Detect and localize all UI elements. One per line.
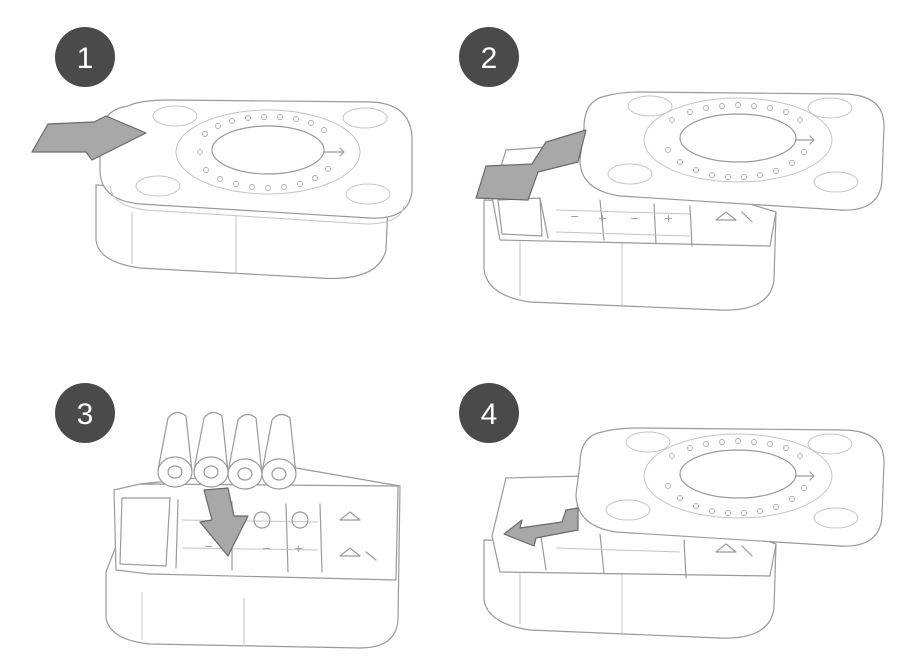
battery-2 [193, 411, 229, 488]
polarity-minus-1: − [570, 210, 579, 223]
polarity-minus-2: − [630, 212, 639, 225]
polarity-plus-2: + [664, 212, 673, 225]
step-3: 3 − − + [55, 383, 401, 649]
recycle-mark-icon [339, 547, 377, 561]
device-closed [95, 99, 413, 280]
step-3-number: 3 [77, 398, 94, 431]
step-2-badge: 2 [459, 27, 519, 87]
vent-holes [665, 438, 807, 516]
aa-batteries [157, 411, 297, 490]
battery-4 [261, 413, 297, 490]
device-battery-tray: − − + [105, 467, 401, 649]
lid-direction-mark [323, 147, 345, 157]
step-3-badge: 3 [55, 383, 115, 443]
push-lid-arrow [31, 115, 147, 161]
recycle-mark-icon [339, 511, 361, 521]
recycle-mark-icon [715, 543, 753, 557]
step-1-number: 1 [77, 42, 94, 75]
step-2-number: 2 [481, 42, 498, 75]
battery-3 [227, 413, 263, 490]
battery-1 [157, 411, 193, 488]
polarity-minus-2: − [262, 542, 271, 555]
polarity-minus-1: − [204, 540, 213, 553]
step-1: 1 [31, 27, 413, 280]
step-4-badge: 4 [459, 383, 519, 443]
lid-lifted [579, 91, 885, 211]
polarity-plus-1: + [598, 212, 607, 225]
step-4: 4 [459, 383, 885, 639]
recycle-mark-icon [715, 211, 753, 223]
lid-closing [575, 427, 885, 547]
lift-lid-arrow [475, 129, 587, 201]
vent-holes [665, 102, 807, 180]
step-4-number: 4 [481, 398, 498, 431]
vent-holes [197, 114, 331, 191]
slide-lid-arrow [503, 507, 579, 547]
step-2: 2 − + − + [459, 27, 885, 311]
insert-batteries-arrow [199, 487, 249, 557]
polarity-plus-1: + [294, 542, 303, 555]
step-1-badge: 1 [55, 27, 115, 87]
